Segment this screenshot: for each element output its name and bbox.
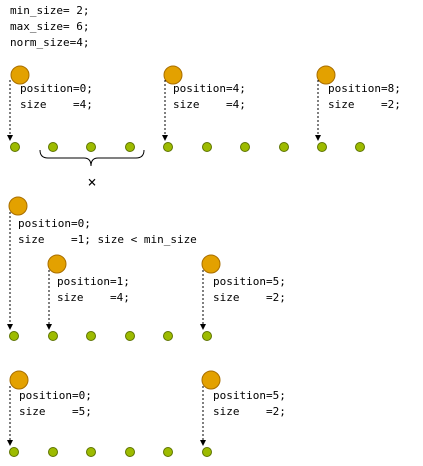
marker-label-position: position=8; bbox=[328, 82, 401, 95]
marker-s3-1: position=5; size =2; bbox=[200, 370, 286, 446]
element-dot bbox=[163, 447, 173, 457]
marker-label-size: size =2; bbox=[328, 98, 401, 111]
element-dot bbox=[86, 447, 96, 457]
element-dot bbox=[279, 142, 289, 152]
element-dot bbox=[9, 331, 19, 341]
element-dot bbox=[10, 142, 20, 152]
marker-label-size: size =2; bbox=[213, 291, 286, 304]
element-dot bbox=[86, 331, 96, 341]
element-dot bbox=[86, 142, 96, 152]
section-1: position=0; size =4; position=4; size =4… bbox=[7, 65, 401, 191]
position-marker bbox=[201, 370, 221, 390]
marker-label-position: position=5; bbox=[213, 389, 286, 402]
position-marker bbox=[47, 254, 67, 274]
element-dot bbox=[163, 142, 173, 152]
marker-s3-0: position=0; size =5; bbox=[7, 370, 92, 446]
position-marker bbox=[163, 65, 183, 85]
element-dot bbox=[202, 447, 212, 457]
position-marker bbox=[316, 65, 336, 85]
element-dot bbox=[202, 142, 212, 152]
element-dot bbox=[48, 331, 58, 341]
marker-label-size: size =4; bbox=[57, 291, 130, 304]
element-dot bbox=[355, 142, 365, 152]
marker-s1-1: position=4; size =4; bbox=[162, 65, 246, 141]
marker-label-position: position=4; bbox=[173, 82, 246, 95]
marker-label-size: size =5; bbox=[19, 405, 92, 418]
marker-label-position: position=5; bbox=[213, 275, 286, 288]
element-dot bbox=[9, 447, 19, 457]
marker-label-size: size =1; size < min_size bbox=[18, 233, 197, 246]
position-marker bbox=[201, 254, 221, 274]
element-dot bbox=[48, 447, 58, 457]
element-dot bbox=[125, 447, 135, 457]
marker-s1-0: position=0; size =4; bbox=[7, 65, 93, 141]
section-3: position=0; size =5; position=5; size =2… bbox=[7, 370, 286, 457]
parameters-block: min_size= 2; max_size= 6; norm_size=4; bbox=[10, 4, 89, 49]
marker-s1-2: position=8; size =2; bbox=[315, 65, 401, 141]
element-dot bbox=[240, 142, 250, 152]
element-dot bbox=[317, 142, 327, 152]
marker-s2-1: position=1; size =4; bbox=[46, 254, 130, 330]
grouping-brace bbox=[39, 149, 145, 167]
param-line-norm-size: norm_size=4; bbox=[10, 36, 89, 49]
element-dot bbox=[125, 331, 135, 341]
element-dot bbox=[48, 142, 58, 152]
position-marker bbox=[8, 196, 28, 216]
rejected-mark: × bbox=[87, 173, 96, 191]
position-marker bbox=[9, 370, 29, 390]
marker-label-position: position=0; bbox=[19, 389, 92, 402]
element-dot bbox=[163, 331, 173, 341]
element-dot bbox=[202, 331, 212, 341]
marker-label-size: size =4; bbox=[20, 98, 93, 111]
param-line-min-size: min_size= 2; bbox=[10, 4, 89, 17]
param-line-max-size: max_size= 6; bbox=[10, 20, 89, 33]
marker-s2-2: position=5; size =2; bbox=[200, 254, 286, 330]
marker-label-size: size =4; bbox=[173, 98, 246, 111]
section-2: position=0; size =1; size < min_size pos… bbox=[7, 196, 286, 341]
position-marker bbox=[10, 65, 30, 85]
marker-label-position: position=0; bbox=[20, 82, 93, 95]
marker-s2-0: position=0; size =1; size < min_size bbox=[7, 196, 197, 330]
marker-label-size: size =2; bbox=[213, 405, 286, 418]
element-dot bbox=[125, 142, 135, 152]
marker-label-position: position=0; bbox=[18, 217, 91, 230]
marker-label-position: position=1; bbox=[57, 275, 130, 288]
